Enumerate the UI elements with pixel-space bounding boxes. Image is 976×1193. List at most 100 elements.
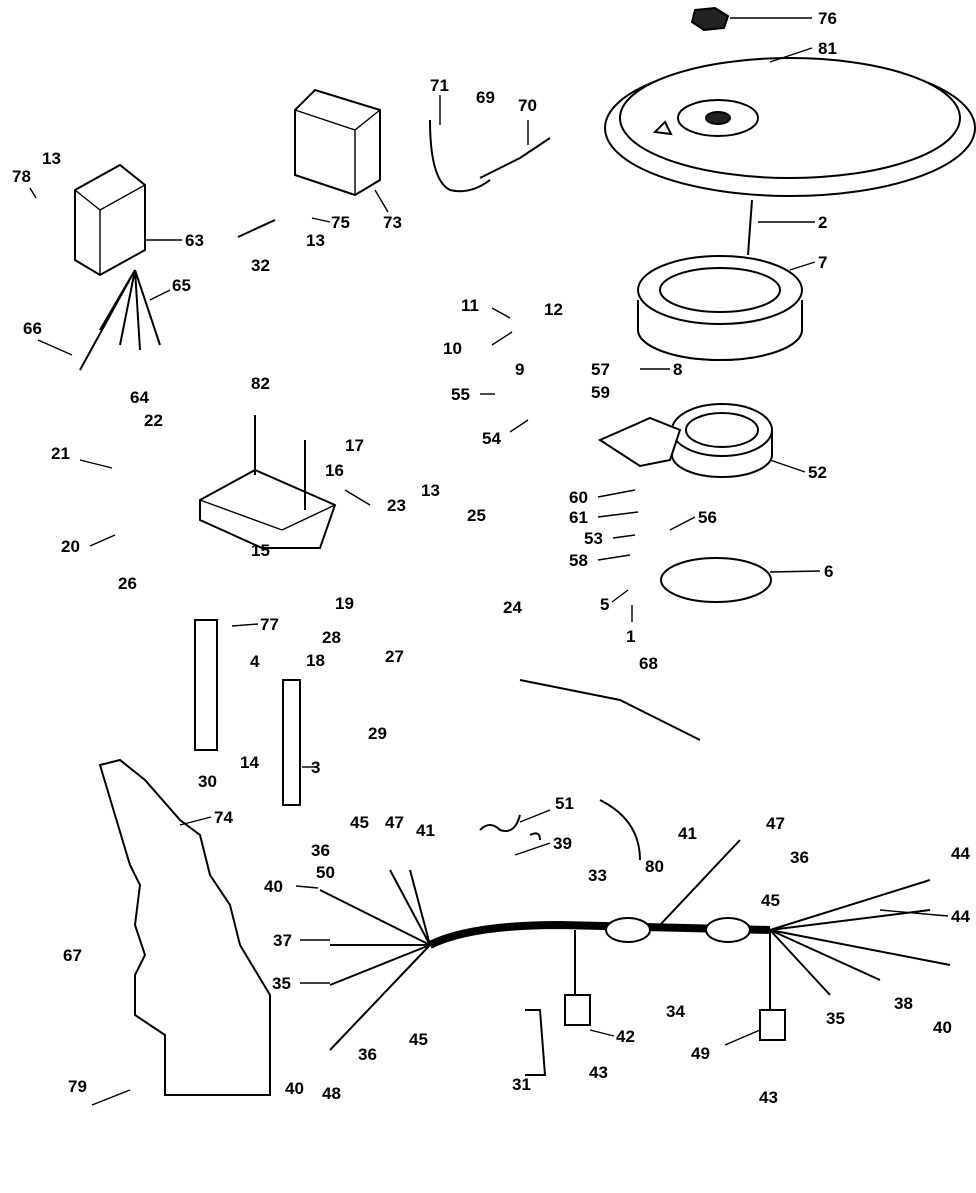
part-number-label: 19 bbox=[335, 594, 354, 613]
part-number-label: 24 bbox=[503, 598, 522, 617]
part-number-label: 44 bbox=[951, 907, 970, 926]
clip-51 bbox=[479, 814, 541, 841]
part-number-label: 16 bbox=[325, 461, 344, 480]
part-number-label: 40 bbox=[285, 1079, 304, 1098]
part-number-label: 10 bbox=[443, 339, 462, 358]
leader-line bbox=[179, 816, 212, 826]
leader-line bbox=[724, 1029, 761, 1046]
leader-line bbox=[769, 570, 821, 573]
part-number-label: 13 bbox=[42, 149, 61, 168]
part-number-label: 37 bbox=[273, 931, 292, 950]
part-number-label: 65 bbox=[172, 276, 191, 295]
part-number-label: 34 bbox=[666, 1002, 685, 1021]
part-number-label: 8 bbox=[673, 360, 682, 379]
part-number-label: 53 bbox=[584, 529, 603, 548]
leader-line bbox=[514, 842, 551, 856]
sleeve bbox=[282, 679, 301, 806]
leader-line bbox=[589, 1029, 615, 1037]
part-number-label: 81 bbox=[818, 39, 837, 58]
part-number-label: 69 bbox=[476, 88, 495, 107]
leader-line bbox=[344, 489, 371, 506]
part-number-label: 21 bbox=[51, 444, 70, 463]
part-number-label: 58 bbox=[569, 551, 588, 570]
screw-32 bbox=[237, 219, 276, 238]
part-number-label: 45 bbox=[761, 891, 780, 910]
part-number-label: 43 bbox=[589, 1063, 608, 1082]
part-number-label: 22 bbox=[144, 411, 163, 430]
part-number-label: 78 bbox=[12, 167, 31, 186]
part-number-label: 60 bbox=[569, 488, 588, 507]
stator bbox=[637, 255, 803, 361]
part-number-label: 75 bbox=[331, 213, 350, 232]
part-number-label: 77 bbox=[260, 615, 279, 634]
leader-line bbox=[311, 217, 331, 223]
part-number-label: 48 bbox=[322, 1084, 341, 1103]
part-number-label: 20 bbox=[61, 537, 80, 556]
electrical-bracket bbox=[98, 758, 271, 1096]
leader-line bbox=[231, 623, 259, 627]
part-number-label: 45 bbox=[409, 1030, 428, 1049]
leader-line bbox=[789, 261, 816, 271]
leader-line bbox=[612, 534, 636, 539]
spark-plug-leads bbox=[429, 119, 551, 193]
part-number-label: 66 bbox=[23, 319, 42, 338]
part-number-label: 40 bbox=[933, 1018, 952, 1037]
part-number-label: 31 bbox=[512, 1075, 531, 1094]
part-number-label: 79 bbox=[68, 1077, 87, 1096]
part-number-label: 54 bbox=[482, 429, 501, 448]
part-number-label: 76 bbox=[818, 9, 837, 28]
part-number-label: 28 bbox=[322, 628, 341, 647]
leader-line bbox=[669, 516, 696, 531]
part-number-label: 47 bbox=[766, 814, 785, 833]
part-number-label: 36 bbox=[311, 841, 330, 860]
leader-line bbox=[769, 47, 813, 63]
terminal-board bbox=[194, 619, 218, 751]
part-number-label: 57 bbox=[591, 360, 610, 379]
leader-line bbox=[597, 511, 639, 518]
leader-line bbox=[89, 534, 116, 547]
part-number-label: 23 bbox=[387, 496, 406, 515]
timer-base bbox=[597, 403, 773, 478]
part-number-label: 56 bbox=[698, 508, 717, 527]
leader-line bbox=[509, 419, 529, 433]
part-number-label: 32 bbox=[251, 256, 270, 275]
part-number-label: 63 bbox=[185, 231, 204, 250]
part-number-label: 7 bbox=[818, 253, 827, 272]
wire-harness bbox=[319, 839, 951, 1051]
leader-line bbox=[79, 459, 113, 469]
part-number-label: 38 bbox=[894, 994, 913, 1013]
leader-line bbox=[769, 459, 806, 473]
leader-line bbox=[491, 307, 511, 319]
part-number-label: 42 bbox=[616, 1027, 635, 1046]
part-number-label: 47 bbox=[385, 813, 404, 832]
part-number-label: 18 bbox=[306, 651, 325, 670]
part-number-label: 80 bbox=[645, 857, 664, 876]
part-number-label: 51 bbox=[555, 794, 574, 813]
part-number-label: 30 bbox=[198, 772, 217, 791]
part-number-label: 39 bbox=[553, 834, 572, 853]
leader-line bbox=[597, 554, 631, 561]
ignition-coil bbox=[294, 88, 381, 197]
part-number-label: 35 bbox=[272, 974, 291, 993]
part-number-label: 25 bbox=[467, 506, 486, 525]
part-number-label: 41 bbox=[416, 821, 435, 840]
part-number-label: 12 bbox=[544, 300, 563, 319]
leader-line bbox=[611, 589, 629, 603]
part-number-label: 40 bbox=[264, 877, 283, 896]
tie-80 bbox=[599, 799, 641, 861]
part-number-label: 13 bbox=[421, 481, 440, 500]
leader-line bbox=[91, 1089, 131, 1106]
part-number-label: 70 bbox=[518, 96, 537, 115]
part-number-label: 15 bbox=[251, 541, 270, 560]
part-number-label: 17 bbox=[345, 436, 364, 455]
flywheel bbox=[604, 57, 976, 197]
part-number-label: 27 bbox=[385, 647, 404, 666]
part-number-label: 74 bbox=[214, 808, 233, 827]
leader-line bbox=[597, 489, 636, 498]
ground-leads-68 bbox=[519, 679, 701, 741]
part-number-label: 3 bbox=[311, 758, 320, 777]
part-number-label: 55 bbox=[451, 385, 470, 404]
part-number-label: 36 bbox=[790, 848, 809, 867]
part-number-label: 11 bbox=[461, 296, 479, 315]
